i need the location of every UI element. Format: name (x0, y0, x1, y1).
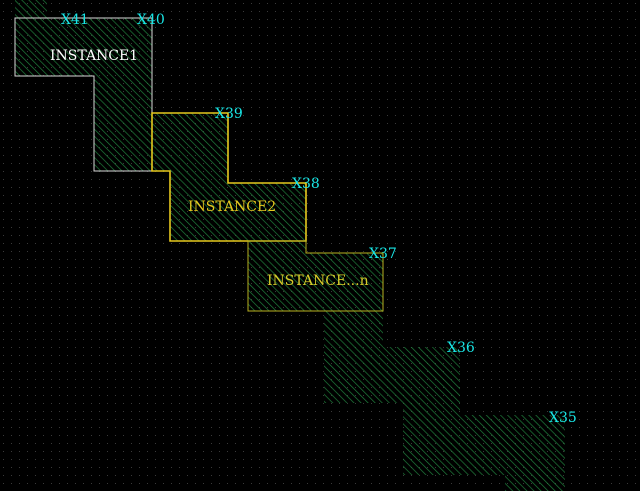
vertex-label-x41: X41 (61, 12, 89, 28)
vertex-label-x37: X37 (369, 246, 397, 262)
vertex-label-x36: X36 (447, 340, 475, 356)
instance1-label: INSTANCE1 (50, 48, 138, 64)
instance-n-label: INSTANCE...n (267, 273, 369, 289)
instance-n-outline[interactable] (247, 240, 384, 312)
vertex-label-x35: X35 (549, 410, 577, 426)
vertex-label-x39: X39 (215, 106, 243, 122)
instance2-label: INSTANCE2 (188, 199, 276, 215)
vertex-label-x38: X38 (292, 176, 320, 192)
instance1-outline[interactable] (14, 17, 153, 172)
vertex-label-x40: X40 (137, 12, 165, 28)
